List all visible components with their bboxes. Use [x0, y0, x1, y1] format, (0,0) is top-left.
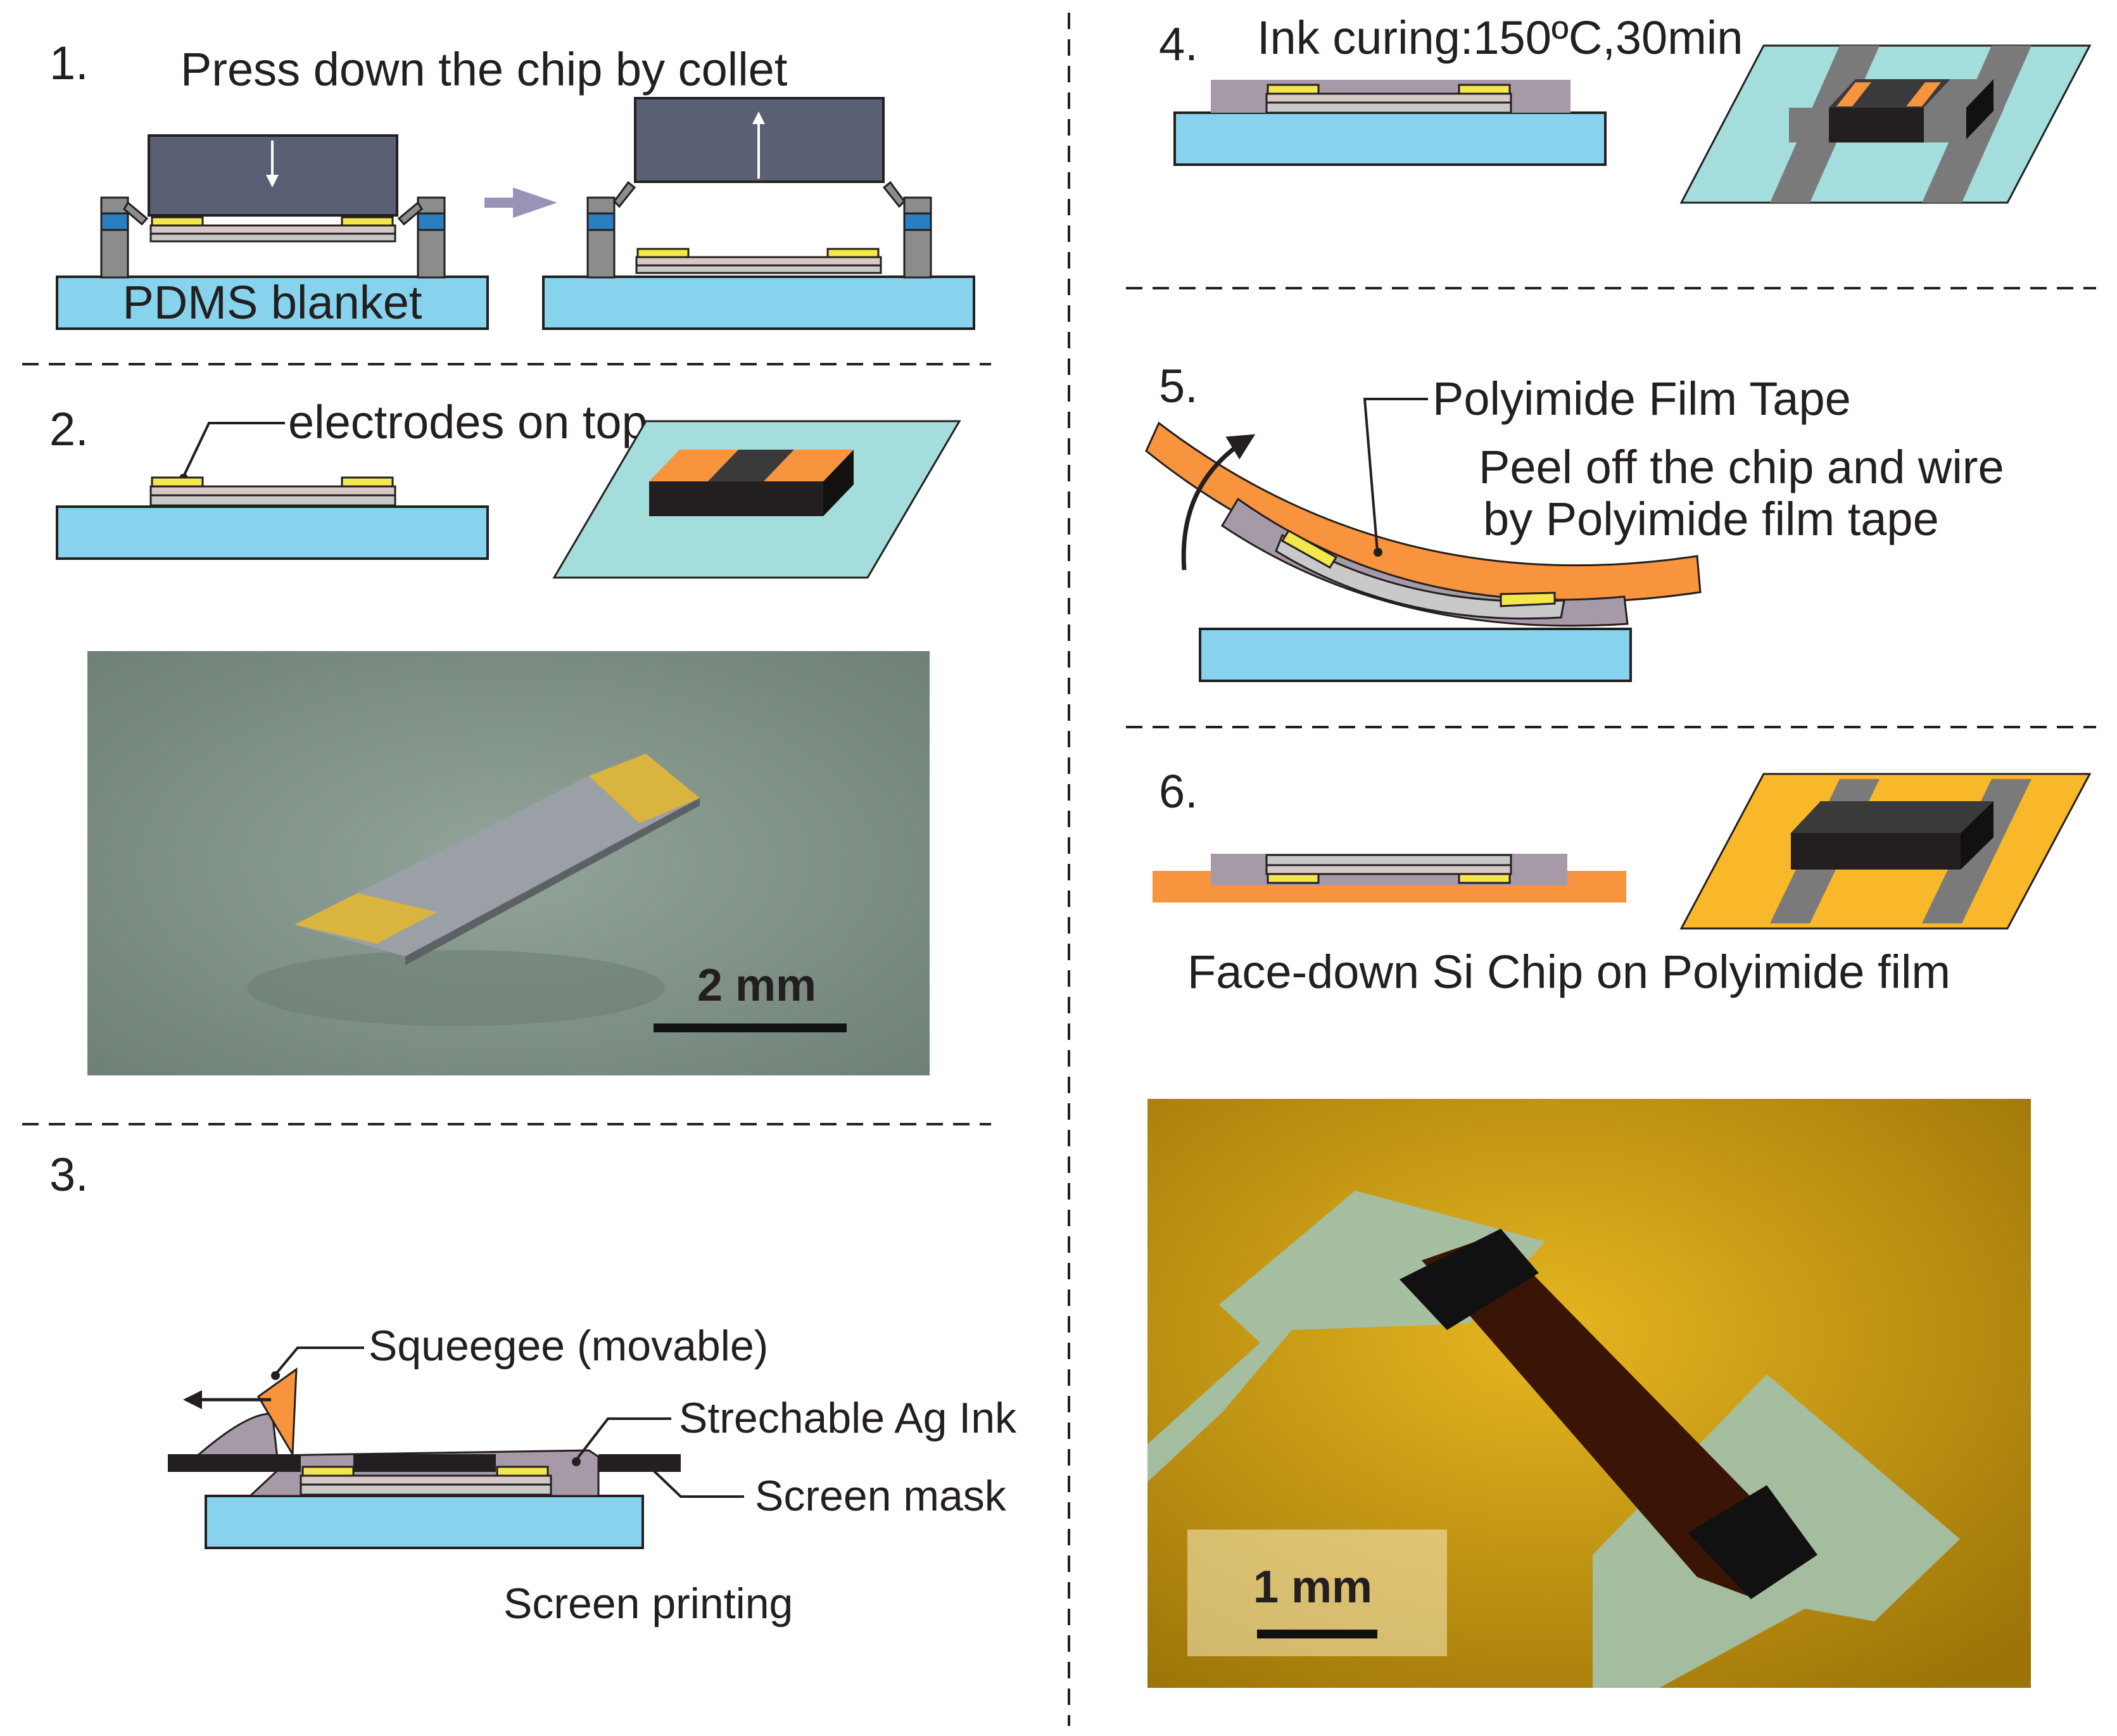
peel-caption-line-2: by Polyimide film tape — [1483, 493, 1939, 545]
electrodes-callout: electrodes on top — [288, 396, 648, 448]
photo-pad-left — [294, 893, 437, 944]
screen-mask-center — [353, 1454, 496, 1472]
step-number-1: 1. — [49, 37, 89, 89]
iso-chip-6 — [1791, 833, 1961, 870]
iso-chip-middle — [708, 450, 794, 481]
dividers — [22, 13, 2096, 1726]
callout-leader-left — [182, 422, 285, 477]
chip-layer-top-2 — [635, 256, 882, 267]
step-4-cross-section — [1173, 80, 1607, 166]
photo-chip-on-pdms: 2 mm — [87, 651, 930, 1075]
step-1-title: Press down the chip by collet — [180, 43, 788, 96]
screen-mask-right — [598, 1454, 681, 1472]
substrate-4 — [1173, 111, 1607, 166]
substrate-3 — [205, 1495, 644, 1549]
peel-caption-line-1: Peel off the chip and wire — [1479, 441, 2004, 493]
photo-chip-on-polyimide: 1 mm — [1147, 1099, 2031, 1688]
electrode-right-4 — [496, 1466, 549, 1477]
electrode-left-5 — [1267, 84, 1320, 95]
electrode-left — [151, 216, 204, 227]
iso-electrode-left — [649, 450, 738, 481]
scale-bar-1mm — [1257, 1630, 1377, 1638]
step-4-title: Ink curing:150ºC,30min — [1257, 11, 1743, 64]
step-6-caption: Face-down Si Chip on Polyimide film — [1187, 946, 1950, 998]
ag-ink-label: Strechable Ag Ink — [679, 1394, 1017, 1442]
photo-chip-film — [1422, 1235, 1792, 1596]
scale-bar-label-1mm: 1 mm — [1253, 1562, 1372, 1612]
step-2-cross-section — [56, 476, 489, 560]
electrode-right-6 — [1458, 873, 1511, 884]
right-post — [397, 196, 446, 279]
screen-mask-label: Screen mask — [755, 1472, 1007, 1520]
step-number-6: 6. — [1159, 765, 1198, 818]
step-2-iso-view — [552, 420, 961, 579]
ink-leader — [575, 1417, 671, 1461]
photo-pad-right — [589, 754, 700, 823]
electrode-right-3 — [341, 476, 394, 488]
pdms-blanket — [56, 276, 489, 330]
squeegee — [257, 1367, 298, 1458]
left-post-2 — [586, 181, 636, 279]
squeegee-leader — [274, 1346, 364, 1376]
peel-figure — [1145, 398, 1702, 682]
iso-chip-end — [823, 450, 854, 516]
pdms-blanket-label: PDMS blanket — [123, 276, 422, 329]
panel-1: 1. Press down the chip by collet PDMS bl… — [49, 37, 975, 330]
electrode-left-6 — [1267, 873, 1320, 884]
peeled-chip — [1275, 533, 1565, 620]
panel-5: 5. Polyimide Film Tape Peel off the chip… — [1145, 360, 2004, 682]
right-post-2 — [882, 181, 932, 279]
panel-6: 6. Face-down Si Chip on Polyimide film — [1147, 765, 2092, 1688]
mask-leader — [651, 1468, 744, 1498]
panel-4: 4. Ink curing:150ºC,30min — [1159, 11, 2092, 204]
step-1-transition-arrow — [484, 187, 557, 218]
step-number-5: 5. — [1159, 360, 1198, 412]
substrate-5 — [1199, 628, 1632, 682]
pdms-blanket-2 — [542, 276, 975, 330]
step-4-iso-view — [1679, 44, 2092, 204]
scale-bar-label-2mm: 2 mm — [697, 960, 816, 1011]
peeled-electrode-right — [1500, 592, 1556, 607]
chip-layer-top — [149, 224, 396, 235]
photo-chip-pad-bottom — [1688, 1485, 1817, 1599]
peeled-electrode-left — [1280, 529, 1338, 569]
step-1-press-figure: PDMS blanket — [56, 134, 489, 330]
step-6-cross-section — [1153, 854, 1626, 903]
step-1-release-figure — [542, 97, 975, 330]
iso-electrode-right — [764, 450, 854, 481]
electrode-right-5 — [1458, 84, 1511, 95]
tape-leader — [1363, 398, 1428, 552]
panel-3: 3. Squeegee (movable) Strechable Ag Ink … — [49, 1148, 1017, 1628]
electrode-left-4 — [301, 1466, 355, 1477]
iso-chip-4 — [1829, 108, 1924, 143]
step-number-4: 4. — [1159, 18, 1198, 70]
screen-printing-caption: Screen printing — [503, 1580, 793, 1628]
scale-bar-2mm — [654, 1023, 847, 1032]
electrode-left-3 — [151, 476, 204, 488]
step-6-iso-view — [1679, 773, 2092, 930]
polyimide-tape-label: Polyimide Film Tape — [1432, 372, 1851, 425]
substrate-2 — [56, 505, 489, 560]
panel-2: 2. electrodes on top 2 — [49, 396, 961, 1075]
peel-direction-arrow — [1181, 434, 1256, 571]
step-number-3: 3. — [49, 1148, 89, 1201]
photo-chip-pad-top — [1400, 1229, 1539, 1330]
squeegee-label: Squeegee (movable) — [369, 1322, 768, 1370]
screen-printing-figure — [168, 1346, 744, 1549]
electrode-right-2 — [826, 248, 880, 258]
step-number-2: 2. — [49, 403, 89, 455]
screen-mask-left — [168, 1454, 301, 1472]
electrode-right — [341, 216, 394, 227]
electrode-left-2 — [636, 248, 690, 258]
iso-chip-side — [649, 481, 823, 516]
left-post — [100, 196, 149, 279]
